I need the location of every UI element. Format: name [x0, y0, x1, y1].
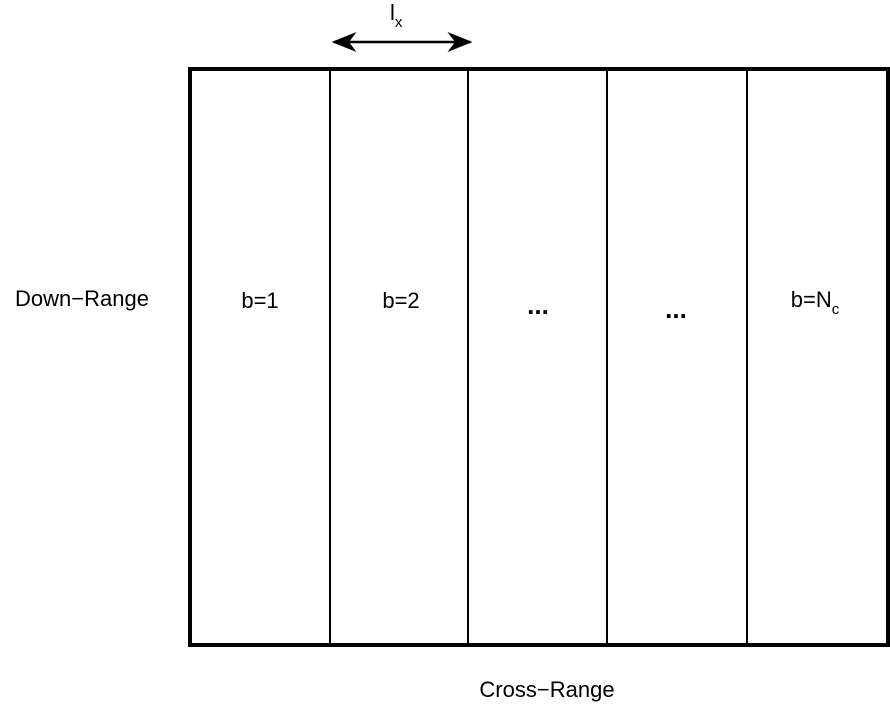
cross-range-label: Cross−Range	[479, 677, 614, 702]
column-label-last-subscript: c	[832, 301, 840, 318]
column-label-2: b=2	[382, 288, 419, 313]
column-label-ellipsis-2: ...	[665, 294, 687, 324]
column-label-last: b=Nc	[791, 287, 840, 318]
region-frame	[188, 67, 890, 647]
column-label-ellipsis-1: ...	[527, 290, 549, 320]
column-label-1: b=1	[241, 288, 278, 313]
width-label: lx	[390, 0, 403, 31]
down-range-label: Down−Range	[15, 286, 149, 311]
width-label-subscript: x	[395, 14, 403, 31]
